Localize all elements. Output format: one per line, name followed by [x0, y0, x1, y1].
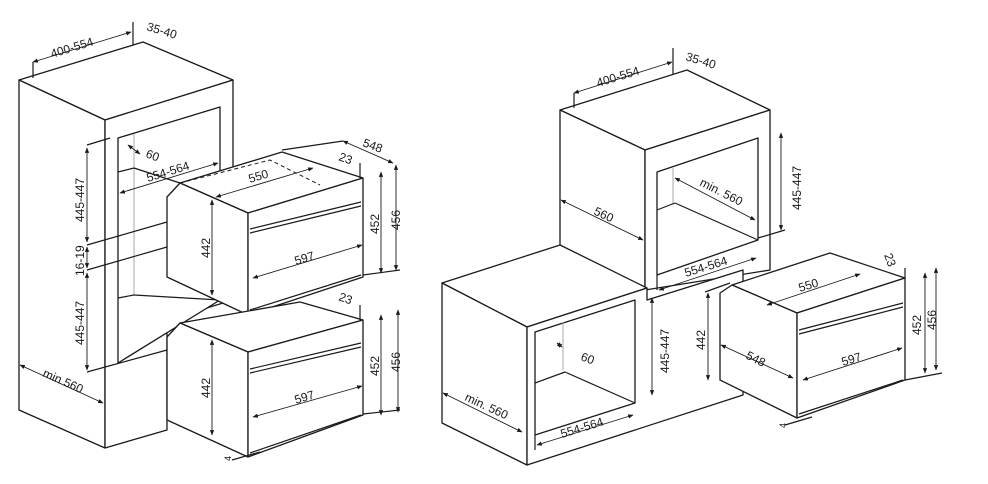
right-label-niche-height-lower: 445-447: [658, 329, 672, 373]
left-label-front-total-height-lower: 456: [389, 352, 403, 372]
left-label-oven-body-height-lower: 442: [199, 378, 213, 398]
left-label-niche-height-lower: 445-447: [73, 301, 87, 345]
right-label-bottom-gap: 4: [778, 423, 788, 428]
left-label-front-width-lower: 597: [293, 388, 317, 407]
right-label-front-height: 452: [910, 315, 924, 335]
left-label-panel-offset-lower: 23: [337, 290, 355, 308]
left-lower-oven: [166, 301, 364, 458]
left-label-bottom-gap: 4: [223, 456, 233, 461]
left-label-oven-depth: 550: [247, 167, 271, 186]
left-label-oven-body-height-upper: 442: [199, 238, 213, 258]
left-label-oven-total-depth: 548: [361, 136, 385, 156]
left-label-front-height-lower: 452: [368, 356, 382, 376]
left-label-shelf-gap: 16-19: [73, 245, 87, 276]
right-label-front-total-height: 456: [925, 310, 939, 330]
right-label-rear-gap: 35-40: [684, 49, 718, 71]
left-label-front-total-height-upper: 456: [389, 210, 403, 230]
left-label-front-width-upper: 597: [293, 249, 317, 268]
right-label-vent-depth: 60: [579, 350, 597, 368]
right-label-niche-height-upper: 445-447: [790, 166, 804, 210]
left-label-niche-height-upper: 445-447: [73, 178, 87, 222]
left-label-rear-gap: 35-40: [145, 19, 179, 41]
left-label-panel-offset-upper: 23: [337, 150, 355, 168]
left-label-vent-depth: 60: [144, 147, 162, 165]
left-label-front-height-upper: 452: [368, 214, 382, 234]
right-label-oven-depth: 550: [797, 276, 821, 295]
right-upper-cabinet: [559, 69, 771, 291]
right-label-panel-offset: 23: [881, 251, 899, 269]
left-label-cabinet-depth: 400-554: [49, 35, 96, 61]
right-label-oven-body-height: 442: [694, 330, 708, 350]
right-label-front-width: 597: [840, 350, 864, 369]
